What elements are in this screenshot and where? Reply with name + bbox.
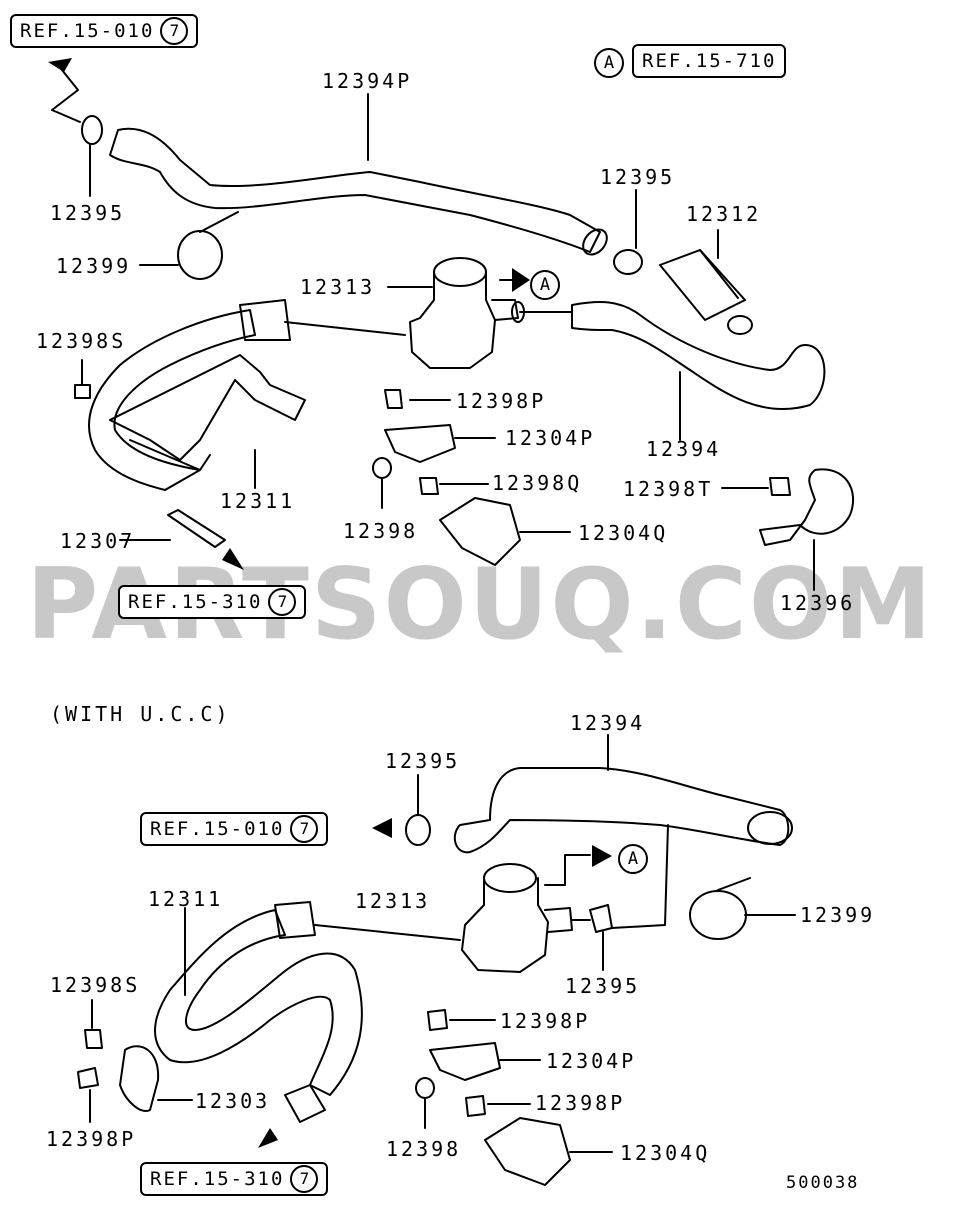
- part-label-12395-right[interactable]: 12395: [600, 165, 676, 189]
- part-label-12304Q[interactable]: 12304Q: [578, 521, 669, 545]
- part-label-12398Q[interactable]: 12398Q: [492, 471, 583, 495]
- part-label-12398[interactable]: 12398: [343, 519, 419, 543]
- arrow-to-A-top: [512, 268, 530, 292]
- part-label-12398P-bottom-right[interactable]: 12398P: [535, 1091, 626, 1115]
- part-label-12396[interactable]: 12396: [780, 591, 856, 615]
- part-label-12313-bottom[interactable]: 12313: [355, 889, 431, 913]
- bolt-12398P-top: [384, 389, 403, 409]
- hose-12394-bottom: [453, 767, 790, 854]
- bolt-12398Q: [419, 477, 439, 495]
- bolt-12398P-bottom-mid: [427, 1009, 448, 1031]
- part-label-12398T[interactable]: 12398T: [623, 477, 714, 501]
- bracket-12304P-bottom: [429, 1042, 501, 1081]
- part-label-12398P-bottom-mid[interactable]: 12398P: [500, 1009, 591, 1033]
- arrow-to-ref-bottom: [258, 1128, 278, 1148]
- valve-12313-body: [409, 271, 496, 369]
- part-label-12394-bottom[interactable]: 12394: [570, 711, 646, 735]
- part-label-12394[interactable]: 12394: [646, 437, 722, 461]
- pipe-12311-bottom: [154, 909, 363, 1096]
- hose-12394P: [109, 127, 601, 253]
- part-label-12398S-bottom[interactable]: 12398S: [50, 973, 141, 997]
- part-label-12398S[interactable]: 12398S: [36, 329, 127, 353]
- pin-12307: [167, 509, 226, 548]
- ref-box-top-left[interactable]: REF.15-010 7: [10, 14, 199, 48]
- nut-12398-bottom: [415, 1077, 435, 1099]
- ref-text: REF.15-310: [150, 1168, 285, 1190]
- bracket-12396: [759, 468, 855, 546]
- arrow-to-ref-bottom-left: [372, 818, 392, 838]
- ref-box-mid[interactable]: REF.15-310 7: [118, 585, 307, 619]
- part-label-12394P[interactable]: 12394P: [322, 69, 413, 93]
- callout-a-bottom: A: [618, 844, 648, 874]
- ref-text: REF.15-310: [128, 591, 263, 613]
- callout-a-top-right: A: [594, 48, 624, 78]
- clamp-12395-bottom: [405, 814, 431, 846]
- valve-12313-bottom-top: [483, 863, 537, 893]
- band-12399-bottom: [689, 890, 747, 940]
- part-label-12312[interactable]: 12312: [686, 202, 762, 226]
- part-label-12304Q-bottom[interactable]: 12304Q: [620, 1141, 711, 1165]
- part-label-12304P[interactable]: 12304P: [505, 426, 596, 450]
- pipe-12311: [88, 309, 256, 491]
- nut-12398: [372, 457, 392, 479]
- bracket-12304Q: [439, 497, 521, 566]
- part-label-12304P-bottom[interactable]: 12304P: [546, 1049, 637, 1073]
- filter-12312: [659, 249, 746, 321]
- valve-12313-bottom-body: [461, 877, 549, 973]
- part-label-12313[interactable]: 12313: [300, 275, 376, 299]
- diagram-code: 500038: [786, 1173, 860, 1193]
- clamp-12395-left: [81, 115, 103, 145]
- part-label-12398P[interactable]: 12398P: [456, 389, 547, 413]
- bolt-12398S-bottom: [84, 1029, 103, 1049]
- bolt-12398P-bottom-left: [77, 1067, 99, 1089]
- callout-a-mid: A: [530, 270, 560, 300]
- band-12399: [177, 230, 223, 280]
- ref-box-bottom[interactable]: REF.15-310 7: [140, 1162, 329, 1196]
- subtitle: (WITH U.C.C): [50, 702, 231, 726]
- ref-circle-number: 7: [290, 1165, 319, 1193]
- ref-text: REF.15-010: [20, 20, 155, 42]
- clamp-12395-right: [613, 249, 643, 275]
- bracket-12304P: [384, 424, 456, 463]
- part-label-12395-left[interactable]: 12395: [50, 201, 126, 225]
- part-label-12395-bottom[interactable]: 12395: [385, 749, 461, 773]
- part-label-12395-bottom-right[interactable]: 12395: [565, 974, 641, 998]
- clamp-12395-bottom-right: [589, 904, 613, 933]
- ref-box-bottom-left[interactable]: REF.15-010 7: [140, 812, 329, 846]
- part-label-12399[interactable]: 12399: [56, 254, 132, 278]
- bolt-12398P-bottom-right: [465, 1095, 486, 1117]
- valve-12313-top: [433, 257, 487, 287]
- bolt-12398S: [74, 384, 91, 399]
- part-label-12398-bottom[interactable]: 12398: [386, 1137, 462, 1161]
- bolt-12398T: [769, 477, 791, 496]
- part-label-12307[interactable]: 12307: [60, 529, 136, 553]
- ref-circle-number: 7: [290, 815, 319, 843]
- part-label-12398P-bottom-left[interactable]: 12398P: [46, 1127, 137, 1151]
- arrow-to-A-bottom: [592, 845, 612, 867]
- ref-text: REF.15-710: [642, 50, 777, 72]
- arrow-to-ref-mid: [222, 548, 244, 570]
- hose-12394: [571, 301, 826, 411]
- ref-circle-number: 7: [160, 17, 189, 45]
- hose-end-12394P: [582, 228, 608, 256]
- part-label-12303[interactable]: 12303: [195, 1089, 271, 1113]
- bracket-12303: [119, 1045, 160, 1112]
- ref-text: REF.15-010: [150, 818, 285, 840]
- arrow-to-ref-top-left: [48, 58, 72, 72]
- part-label-12311[interactable]: 12311: [220, 489, 296, 513]
- ref-box-top-right[interactable]: REF.15-710: [632, 44, 787, 78]
- bracket-12304Q-bottom: [484, 1117, 571, 1186]
- ref-circle-number: 7: [268, 588, 297, 616]
- part-label-12399-bottom[interactable]: 12399: [800, 903, 876, 927]
- part-label-12311-bottom[interactable]: 12311: [148, 887, 224, 911]
